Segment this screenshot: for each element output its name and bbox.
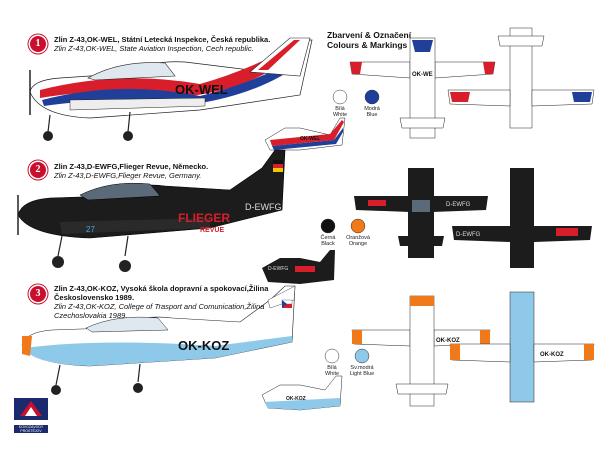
section-3-title: Zlin Z-43,OK-KOZ, Vysoká škola dopravní … [54,284,269,302]
section-3-subtitle: Zlin Z-43,OK-KOZ, College of Trasport an… [54,302,265,320]
d-ewfg-top-view: D-EWFG [354,168,488,258]
section-2-title: Zlin Z-43,D-EWFG,Flieger Revue, Německo. [54,162,209,171]
d-ewfg-registration-small: D-EWFG [268,266,288,272]
colours-header-cz: Zbarvení & Označení [327,30,412,40]
ok-koz-small-view: OK-KOZ [261,375,343,411]
section-3-caption: Zlin Z-43,OK-KOZ, Vysoká škola dopravní … [54,284,279,320]
ok-wel-side-view: OK-WEL [29,37,313,141]
swatch-row-1 [332,89,380,105]
d-ewfg-small-view: D-EWFG [262,250,335,284]
colours-header: Zbarvení & Označení Colours & Markings [327,30,411,50]
ok-koz-side-view: OK-KOZ [21,285,296,395]
swatch-blue-1 [364,89,380,105]
d-ewfg-registration-bottom: D-EWFG [456,232,481,238]
swatch-row-2 [320,218,366,234]
d-ewfg-fuselage-text2: REVUE [200,227,224,234]
ok-koz-registration: OK-KOZ [178,338,229,353]
ok-koz-registration-small: OK-KOZ [286,396,306,402]
ok-koz-bottom-view: OK-KOZ [449,291,595,403]
d-ewfg-registration: D-EWFG [245,202,282,212]
ok-koz-top-view: OK-KOZ [351,295,491,407]
section-3-badge: 3 [30,286,46,302]
swatch-black-2 [320,218,336,234]
ok-wel-registration-top: OK-WE [412,72,433,78]
swatch-row-3 [324,348,370,364]
ok-koz-registration-top: OK-KOZ [436,338,460,344]
d-ewfg-side-view: FLIEGER REVUE D-EWFG 27 [17,149,286,272]
section-2-subtitle: Zlin Z-43,D-EWFG,Flieger Revue, Germany. [54,171,202,180]
colours-header-en: Colours & Markings [327,40,408,50]
section-1-subtitle: Zlin Z-43,OK-WEL, State Aviation Inspect… [54,44,254,53]
swatch-white-3 [324,348,340,364]
kovozavody-logo: KOVOZÁVODY PROSTĚJOV [14,398,48,433]
ok-wel-registration-small: OK-WEL [300,136,320,142]
d-ewfg-bottom-view: D-EWFG [452,168,592,268]
d-ewfg-registration-top: D-EWFG [446,202,471,208]
swatch-orange-2 [350,218,366,234]
d-ewfg-fuselage-text: FLIEGER [178,211,230,225]
ok-wel-registration: OK-WEL [175,82,228,97]
section-1-badge: 1 [30,36,46,52]
swatch-lightblue-3 [354,348,370,364]
ok-wel-small-view: OK-WEL [264,117,346,151]
swatch-white-1 [332,89,348,105]
section-1-caption: Zlin Z-43,OK-WEL, Státní Letecká Inspekc… [54,35,279,53]
section-1-title: Zlin Z-43,OK-WEL, Státní Letecká Inspekc… [54,35,271,44]
section-2-caption: Zlin Z-43,D-EWFG,Flieger Revue, Německo.… [54,162,279,180]
d-ewfg-nose-number: 27 [86,225,95,234]
section-2-badge: 2 [30,162,46,178]
ok-wel-bottom-view [447,27,595,129]
ok-wel-top-view: OK-WE [349,37,496,139]
ok-koz-registration-bottom: OK-KOZ [540,352,564,358]
